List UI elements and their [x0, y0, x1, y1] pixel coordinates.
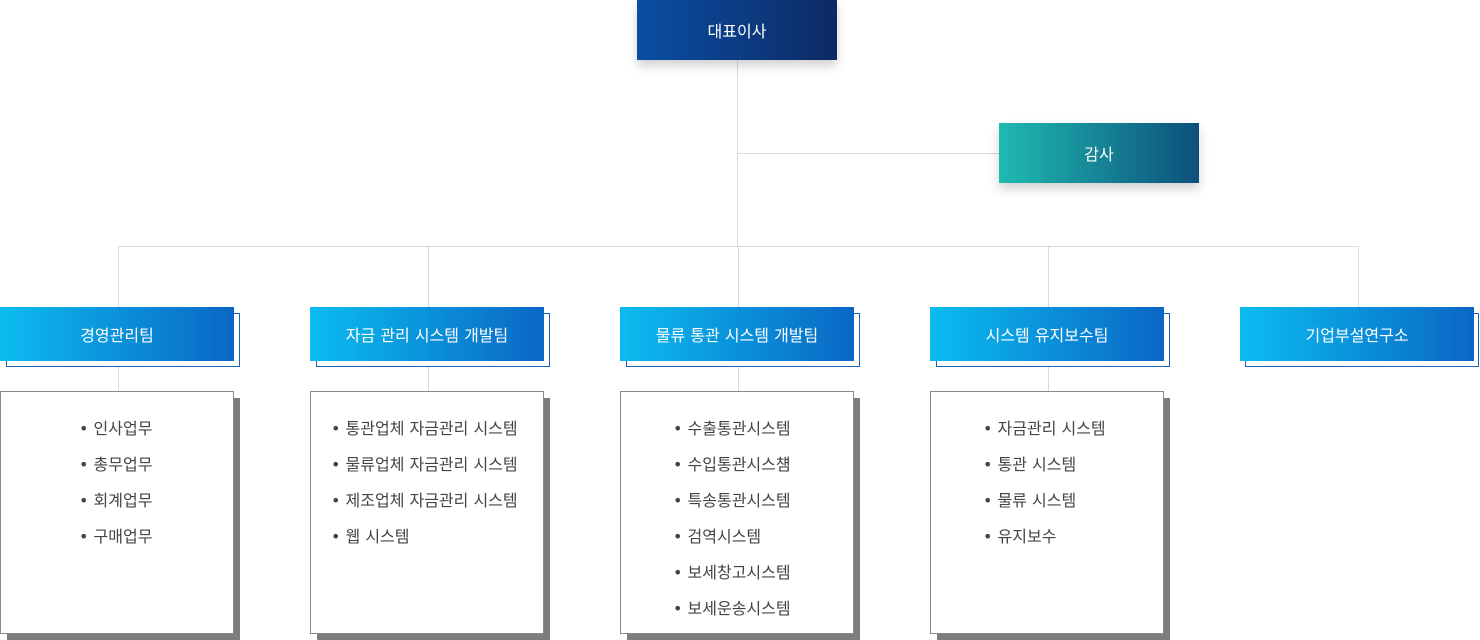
connector-tasks-3	[738, 367, 739, 391]
team-node-logistics-customs-dev: 물류 통관 시스템 개발팀	[620, 307, 854, 361]
ceo-node: 대표이사	[637, 0, 837, 60]
connector-audit-horizontal	[737, 153, 999, 154]
connector-tasks-2	[428, 367, 429, 391]
task-item: • 통관 시스템	[983, 455, 1077, 474]
audit-node: 감사	[999, 123, 1199, 183]
team-node-fund-system-dev: 자금 관리 시스템 개발팀	[310, 307, 544, 361]
task-item: • 수입통관시스첌	[673, 455, 791, 474]
task-box-logistics-customs-dev: • 수출통관시스템 • 수입통관시스첌 • 특송통관시스템 • 검역시스템 • …	[620, 391, 854, 634]
task-item: • 물류 시스템	[983, 491, 1077, 510]
task-box-management: • 인사업무 • 총무업무 • 회계업무 • 구매업무	[0, 391, 234, 634]
connector-tasks-1	[118, 367, 119, 391]
task-item: • 총무업무	[79, 455, 153, 474]
task-item: • 보세운송시스템	[673, 599, 791, 618]
task-box-fund-system-dev: • 통관업체 자금관리 시스템 • 물류업체 자금관리 시스템 • 제조업체 자…	[310, 391, 544, 634]
team-node-research-institute: 기업부설연구소	[1240, 307, 1474, 361]
task-item: • 인사업무	[79, 419, 153, 438]
task-item: • 수출통관시스템	[673, 419, 791, 438]
task-item: • 회계업무	[79, 491, 153, 510]
connector-tasks-4	[1048, 367, 1049, 391]
task-item: • 구매업무	[79, 527, 153, 546]
task-item: • 특송통관시스템	[673, 491, 791, 510]
task-item: • 자금관리 시스템	[983, 419, 1106, 438]
task-item: • 유지보수	[983, 527, 1057, 546]
connector-team-2	[428, 246, 429, 307]
task-item: • 검역시스템	[673, 527, 762, 546]
task-item: • 웹 시스템	[331, 527, 410, 546]
connector-team-3	[738, 246, 739, 307]
task-item: • 제조업체 자금관리 시스템	[331, 491, 518, 510]
task-item: • 통관업체 자금관리 시스템	[331, 419, 518, 438]
task-item: • 물류업체 자금관리 시스템	[331, 455, 518, 474]
task-box-system-maintenance: • 자금관리 시스템 • 통관 시스템 • 물류 시스템 • 유지보수	[930, 391, 1164, 634]
task-item: • 보세창고시스템	[673, 563, 791, 582]
connector-team-1	[118, 246, 119, 307]
connector-team-5	[1358, 246, 1359, 307]
team-node-system-maintenance: 시스템 유지보수팀	[930, 307, 1164, 361]
team-node-management: 경영관리팀	[0, 307, 234, 361]
connector-team-4	[1048, 246, 1049, 307]
